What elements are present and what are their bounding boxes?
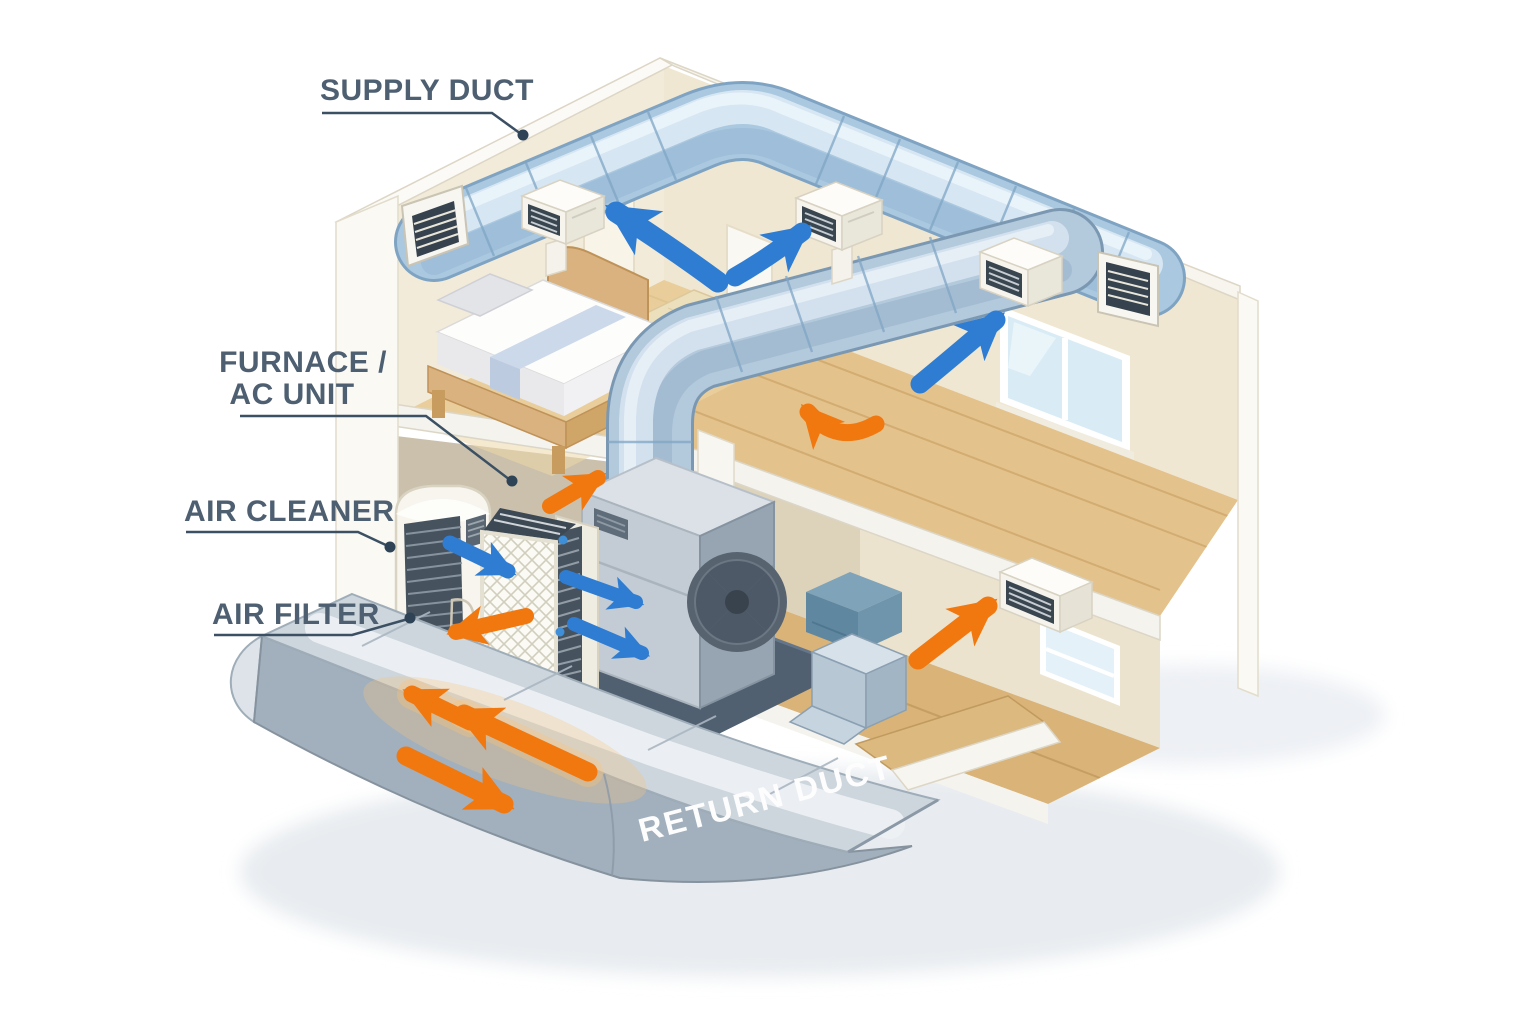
air-filter-leader-line bbox=[214, 617, 409, 637]
supply-duct-leader-line bbox=[322, 111, 522, 136]
supply-vent-3 bbox=[793, 181, 885, 286]
supply-vent-4 bbox=[977, 237, 1065, 308]
supply-arrow-into-filter bbox=[442, 535, 517, 579]
supply-vent-end-right bbox=[1097, 250, 1159, 328]
callout-furnace-ac: FURNACE / AC UNIT bbox=[219, 346, 518, 487]
air-cleaner-leader-dot bbox=[384, 541, 396, 553]
right-corner-beam bbox=[1237, 290, 1259, 698]
return-arrow-into-furnace bbox=[542, 470, 607, 514]
airflow-arrows bbox=[396, 201, 1006, 814]
furnace-ac-label-line1: FURNACE / bbox=[219, 346, 387, 379]
return-branch-elbow bbox=[788, 633, 908, 745]
return-arrow-duct-top-2 bbox=[453, 704, 598, 782]
supply-arrow-filter-furnace-2 bbox=[567, 617, 651, 660]
furnace-ac-label-line2: AC UNIT bbox=[229, 378, 354, 411]
return-arrow-to-cleaner bbox=[446, 605, 534, 645]
callout-air-filter: AIR FILTER bbox=[212, 598, 416, 637]
bed-blanket-stripe bbox=[490, 305, 626, 369]
supply-arrow-landing bbox=[910, 310, 1006, 394]
return-duct-passthrough bbox=[854, 695, 1062, 791]
callout-supply-duct: SUPPLY DUCT bbox=[320, 74, 534, 141]
supply-duct bbox=[394, 81, 1186, 318]
riser-seams bbox=[608, 236, 958, 484]
callout-air-cleaner: AIR CLEANER bbox=[184, 495, 396, 553]
return-arrow-to-vent bbox=[908, 596, 998, 670]
supply-duct-leader-dot bbox=[517, 129, 529, 141]
return-duct: RETURN DUCT bbox=[230, 592, 941, 883]
riser-duct bbox=[606, 208, 1104, 564]
left-corner-beam bbox=[335, 194, 399, 658]
window-lower bbox=[1040, 614, 1120, 706]
return-duct-seams bbox=[361, 611, 839, 795]
supply-arrow-bedroom-right bbox=[725, 222, 812, 287]
air-cleaner-label: AIR CLEANER bbox=[184, 495, 395, 528]
air-filter-label: AIR FILTER bbox=[212, 598, 380, 631]
supply-vent-2 bbox=[519, 179, 607, 278]
bed-pillow bbox=[436, 273, 534, 317]
supply-vent-end-left bbox=[400, 184, 470, 268]
supply-arrow-filter-furnace-1 bbox=[559, 570, 645, 610]
furnace-ac-leader-dot bbox=[506, 475, 518, 487]
return-arrow-floor-gap bbox=[799, 403, 885, 450]
air-cleaner-leader-line bbox=[186, 530, 389, 548]
return-arrow-duct-front bbox=[396, 746, 515, 814]
furnace-ac-unit bbox=[579, 456, 787, 710]
return-vent bbox=[998, 557, 1094, 634]
callouts: SUPPLY DUCT FURNACE / AC UNIT AIR CLEANE… bbox=[184, 74, 534, 637]
supply-arrow-bedroom-left bbox=[604, 201, 729, 293]
air-filter-leader-dot bbox=[404, 612, 416, 624]
supply-duct-label: SUPPLY DUCT bbox=[320, 74, 534, 107]
bed bbox=[427, 246, 679, 474]
furnace-ac-leader-line bbox=[240, 414, 511, 481]
fan-icon bbox=[687, 552, 787, 652]
